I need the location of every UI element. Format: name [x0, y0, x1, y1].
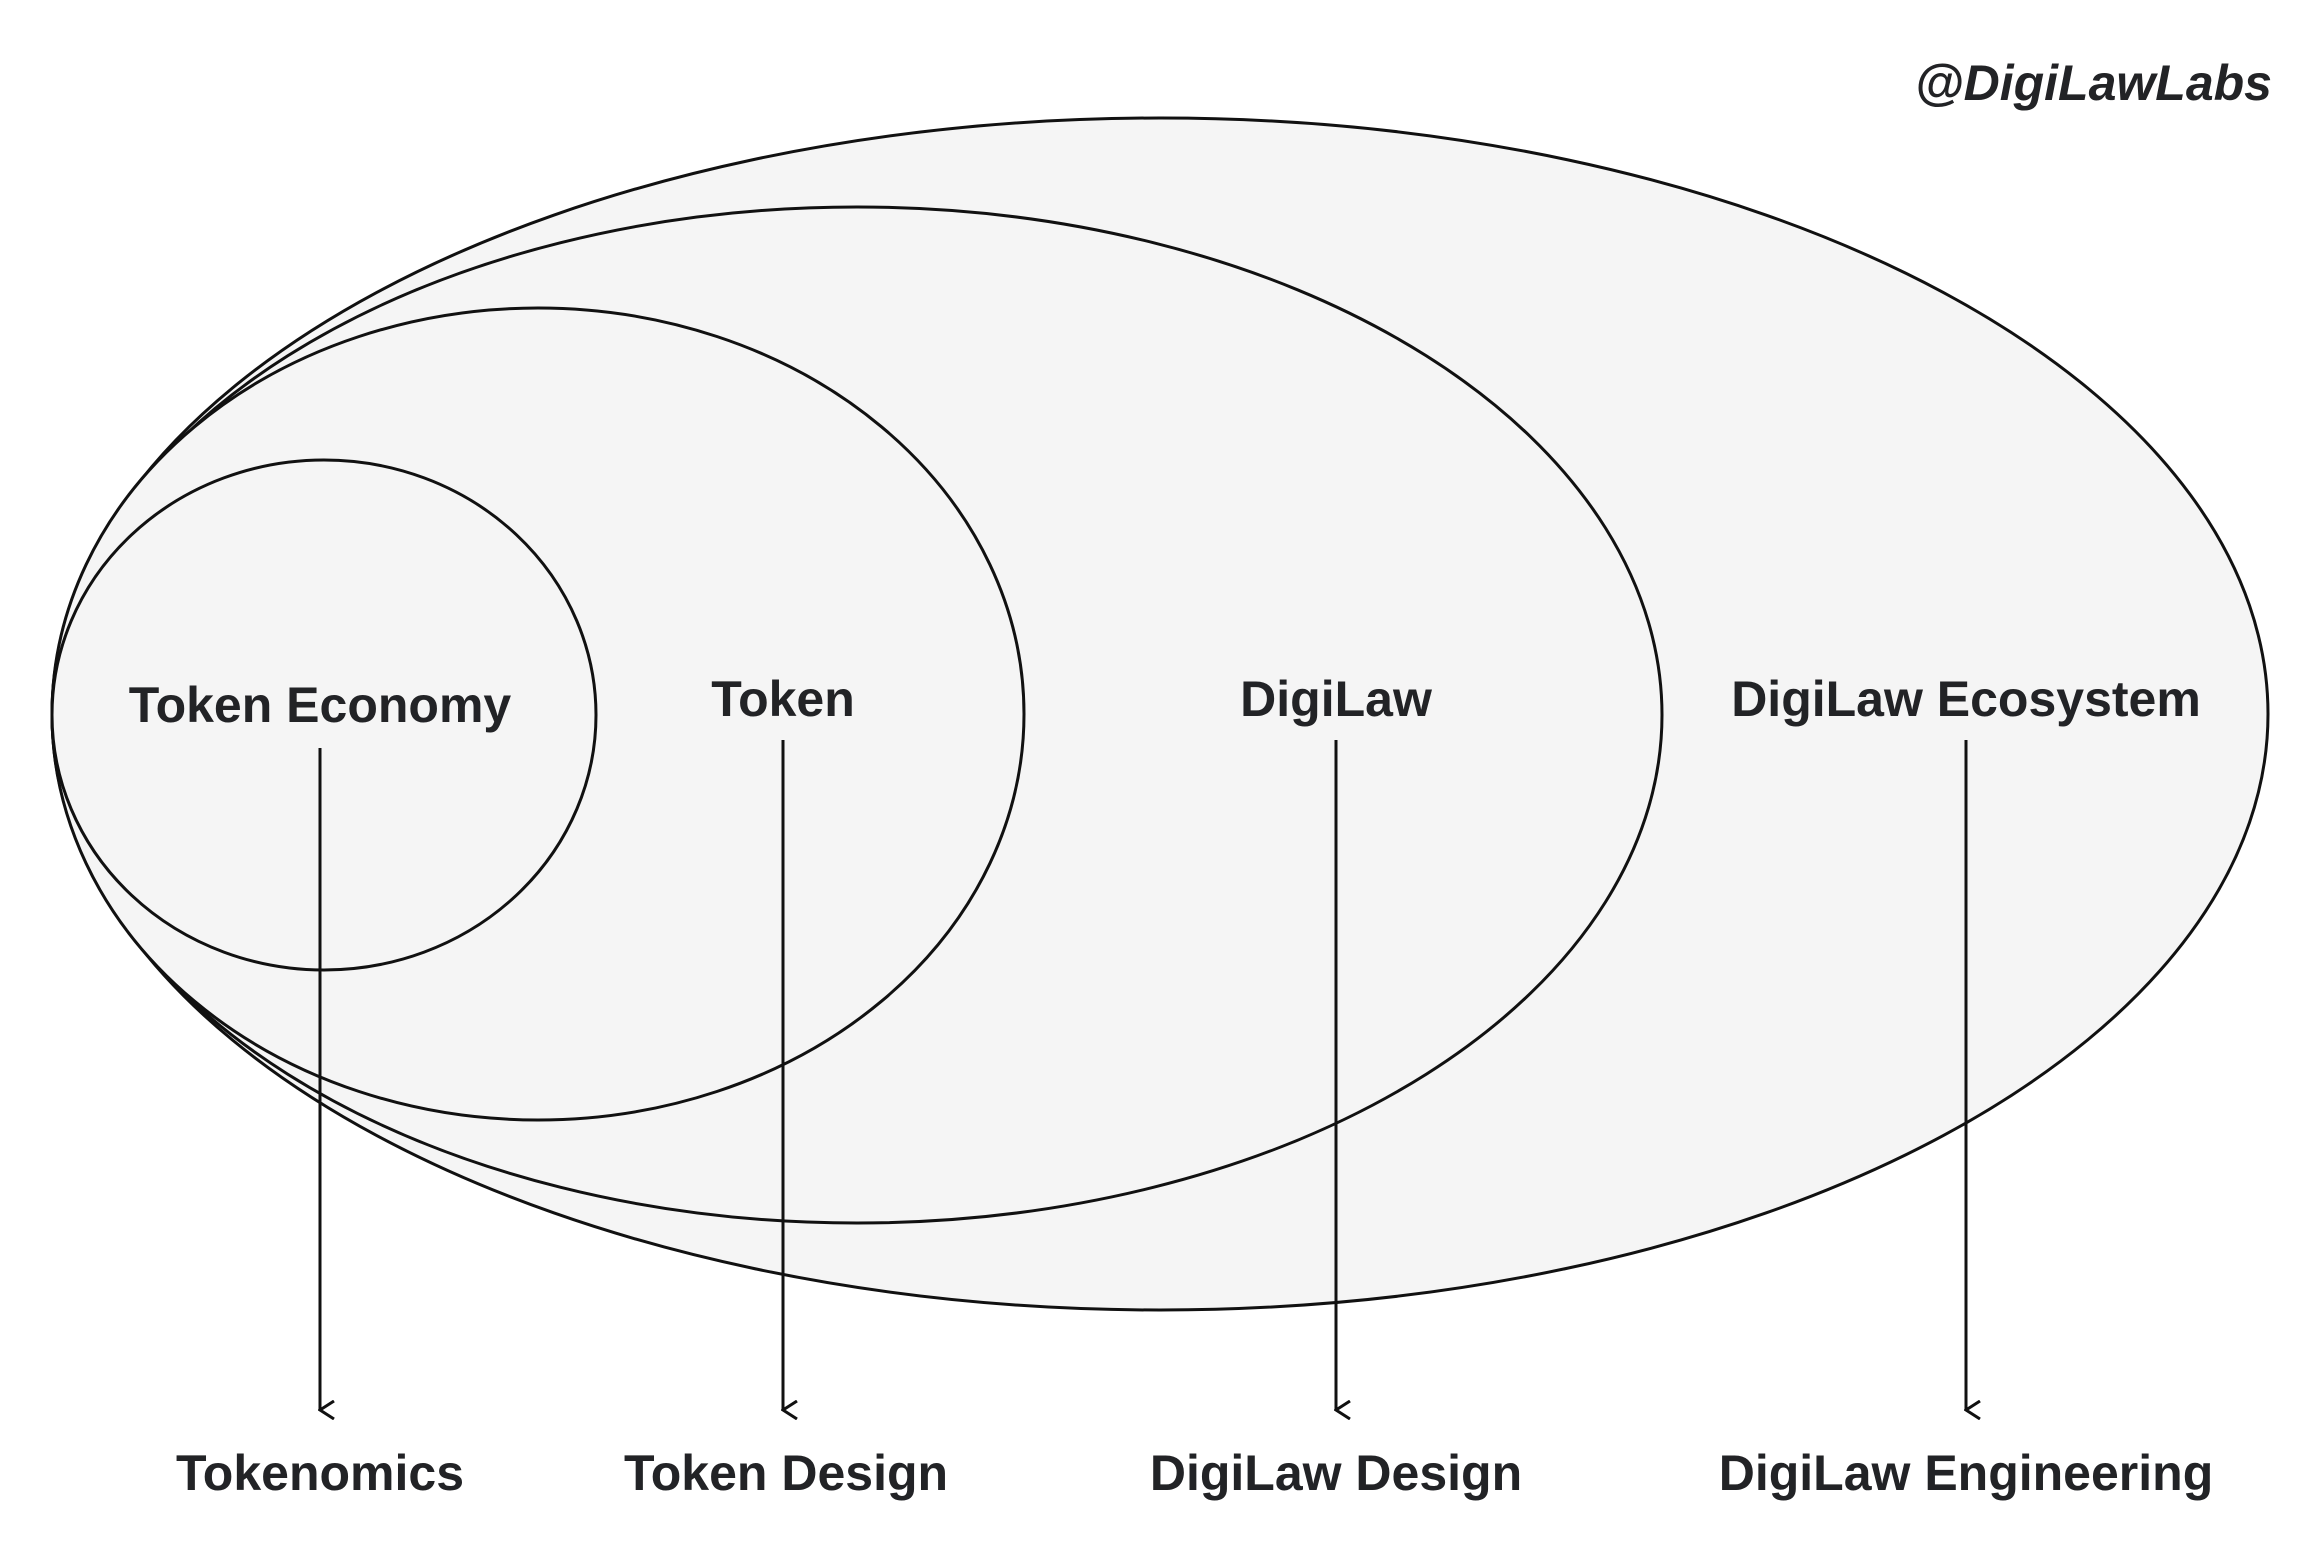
label-digilaw-engineering: DigiLaw Engineering: [1719, 1445, 2213, 1501]
ellipse-token-economy: [50, 458, 598, 972]
brand-handle: @DigiLawLabs: [1915, 55, 2272, 111]
label-token: Token: [711, 671, 855, 727]
label-token-economy: Token Economy: [129, 677, 512, 733]
label-digilaw-design: DigiLaw Design: [1150, 1445, 1522, 1501]
label-digilaw: DigiLaw: [1240, 671, 1432, 727]
label-digilaw-ecosystem: DigiLaw Ecosystem: [1731, 671, 2201, 727]
label-token-design: Token Design: [624, 1445, 948, 1501]
label-tokenomics: Tokenomics: [176, 1445, 464, 1501]
